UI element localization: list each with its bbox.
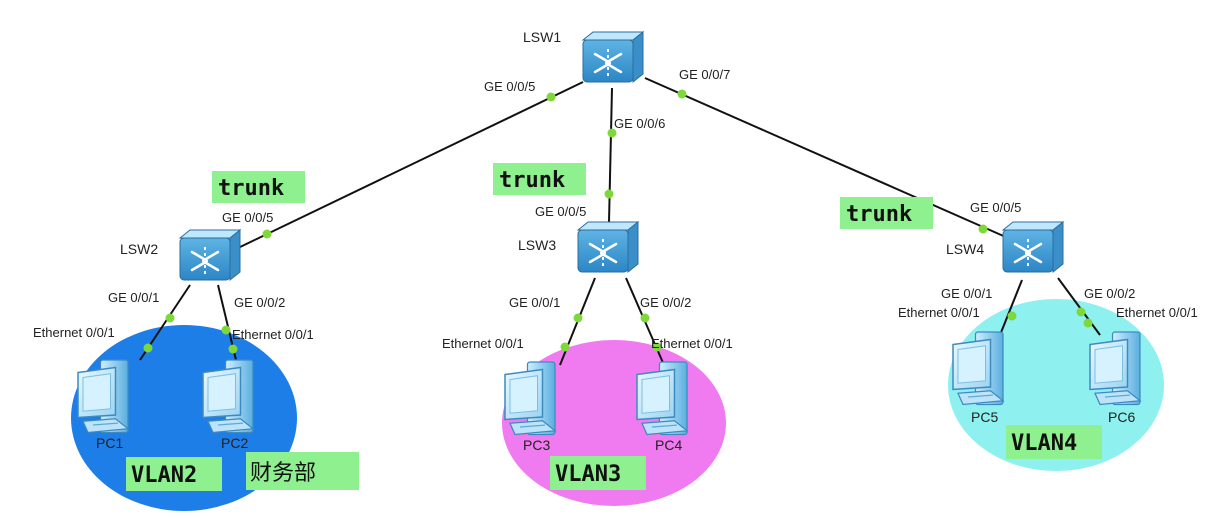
trunk-badge-left: trunk [212,171,305,203]
link-lsw4-pc6 [1057,277,1101,336]
pc5-label: PC5 [971,409,998,425]
port-lsw2-ge002: GE 0/0/2 [234,295,285,310]
pc-pc5[interactable]: PC5 [952,331,1004,425]
port-pc3-eth001: Ethernet 0/0/1 [442,336,524,351]
pc1-label: PC1 [96,435,123,451]
pc-pc2[interactable]: PC2 [202,359,254,451]
switch-lsw4-label: LSW4 [946,241,984,257]
switch-lsw3[interactable]: LSW3 [518,220,640,274]
svg-text:VLAN2: VLAN2 [131,463,197,488]
port-lsw2-ge001: GE 0/0/1 [108,290,159,305]
pc-pc4[interactable]: PC4 [636,361,688,453]
switch-lsw4[interactable]: LSW4 [946,220,1065,274]
link-lsw1-lsw4 [644,77,1009,239]
svg-text:财务部: 财务部 [250,461,316,486]
trunk-badge-mid: trunk [493,163,586,195]
port-lsw3-ge002: GE 0/0/2 [640,295,691,310]
switch-lsw3-label: LSW3 [518,237,556,253]
port-lsw1-ge006: GE 0/0/6 [614,116,665,131]
finance-dept-badge: 财务部 [246,452,359,490]
switch-lsw2[interactable]: LSW2 [120,228,242,282]
port-lsw4-ge005: GE 0/0/5 [970,200,1021,215]
port-lsw1-ge007: GE 0/0/7 [679,67,730,82]
links [139,77,1101,366]
port-dots [143,89,1093,354]
vlan2-badge: VLAN2 [126,457,222,491]
port-pc4-eth001: Ethernet 0/0/1 [651,336,733,351]
pc6-label: PC6 [1108,409,1135,425]
port-lsw4-ge001: GE 0/0/1 [941,286,992,301]
svg-text:VLAN4: VLAN4 [1011,431,1077,456]
switch-lsw1-label: LSW1 [523,29,561,45]
port-lsw4-ge002: GE 0/0/2 [1084,286,1135,301]
trunk-badge-right: trunk [840,197,933,229]
vlan4-badge: VLAN4 [1006,425,1102,459]
pc3-label: PC3 [523,437,550,453]
port-lsw1-ge005: GE 0/0/5 [484,79,535,94]
pc-pc1[interactable]: PC1 [77,359,129,451]
port-pc2-eth001: Ethernet 0/0/1 [232,327,314,342]
link-lsw4-pc5 [997,279,1023,341]
port-pc6-eth001: Ethernet 0/0/1 [1116,305,1198,320]
port-pc5-eth001: Ethernet 0/0/1 [898,305,980,320]
port-pc1-eth001: Ethernet 0/0/1 [33,325,115,340]
pc-pc3[interactable]: PC3 [504,361,556,453]
vlan3-badge: VLAN3 [550,456,646,490]
pc2-label: PC2 [221,435,248,451]
port-lsw2-ge005: GE 0/0/5 [222,210,273,225]
port-lsw3-ge005: GE 0/0/5 [535,204,586,219]
svg-text:trunk: trunk [218,176,284,201]
link-lsw1-lsw3 [608,87,613,223]
port-lsw3-ge001: GE 0/0/1 [509,295,560,310]
svg-text:VLAN3: VLAN3 [555,462,621,487]
switch-lsw1[interactable]: LSW1 [523,29,645,84]
pc-pc6[interactable]: PC6 [1089,331,1141,425]
svg-text:trunk: trunk [846,202,912,227]
link-lsw1-lsw2 [237,81,584,249]
svg-text:trunk: trunk [499,168,565,193]
switch-lsw2-label: LSW2 [120,241,158,257]
pc4-label: PC4 [655,437,682,453]
